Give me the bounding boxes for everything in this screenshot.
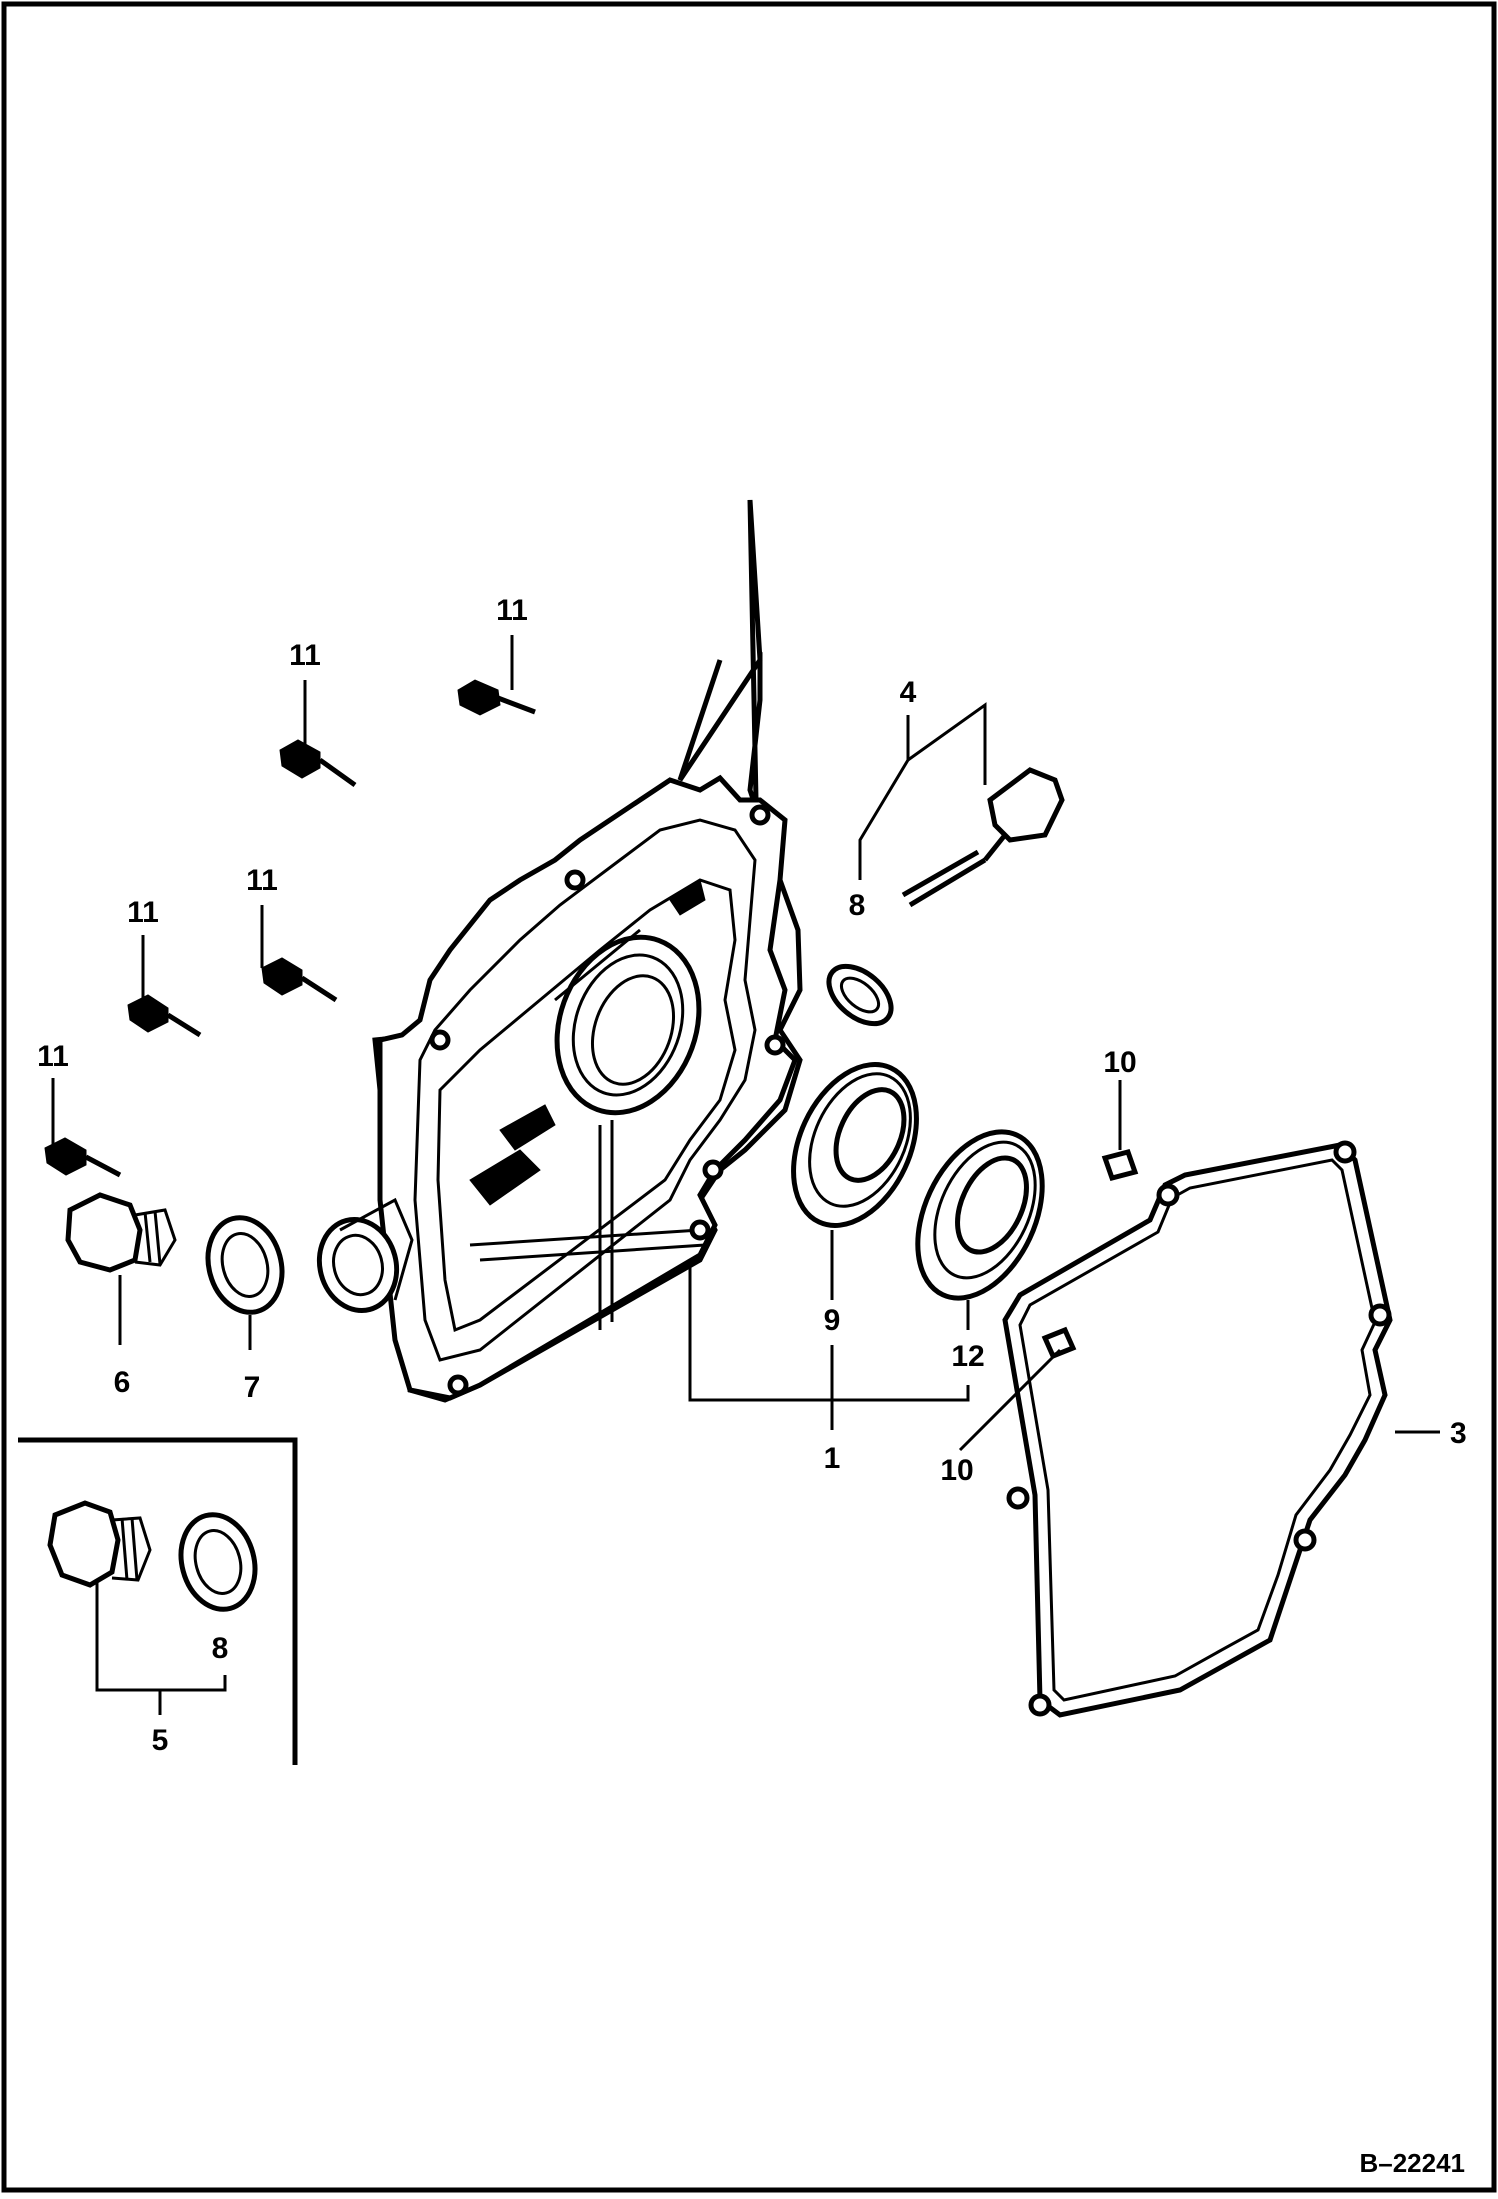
callout-3: 3 [1450,1417,1467,1450]
callout-8-lower: 8 [212,1632,229,1665]
callout-11-top: 11 [496,594,528,627]
callout-8-upper: 8 [849,889,866,922]
drain-plug [65,1192,177,1273]
callout-11-left: 11 [127,896,159,929]
leader-lines [51,635,1440,1715]
figure-id: B–22241 [1359,2148,1465,2178]
gasket [1002,1140,1393,1718]
bolt-a [457,679,536,716]
bolt-b [279,739,357,788]
callout-10-lower: 10 [940,1454,973,1487]
callout-1: 1 [824,1442,841,1475]
callout-11-lower-left: 11 [37,1040,69,1073]
callout-5: 5 [152,1724,169,1757]
callout-12: 12 [951,1340,984,1373]
callout-6: 6 [114,1366,131,1399]
o-ring-upper [826,963,894,1027]
ball-bearing [915,1129,1045,1301]
dowel-pin-lower [1041,1326,1077,1360]
callout-9: 9 [824,1304,841,1337]
bolt-e [44,1137,122,1178]
oil-gauge [901,767,1065,908]
callouts: 11 11 11 11 11 4 8 10 9 12 1 10 3 6 7 8 … [37,594,1467,1757]
dowel-pin-upper [1101,1148,1139,1182]
crankcase-cover [316,499,803,1403]
inset-box [18,1437,298,1765]
callout-10-upper: 10 [1103,1046,1136,1079]
bolt-c [261,957,338,1003]
callout-4: 4 [900,676,917,709]
callout-7: 7 [244,1371,261,1404]
bolt-d [127,994,202,1038]
oil-seal [791,1062,919,1228]
drain-washer [205,1215,285,1315]
callout-11-upper-left: 11 [289,639,321,672]
callout-11-mid: 11 [246,864,278,897]
